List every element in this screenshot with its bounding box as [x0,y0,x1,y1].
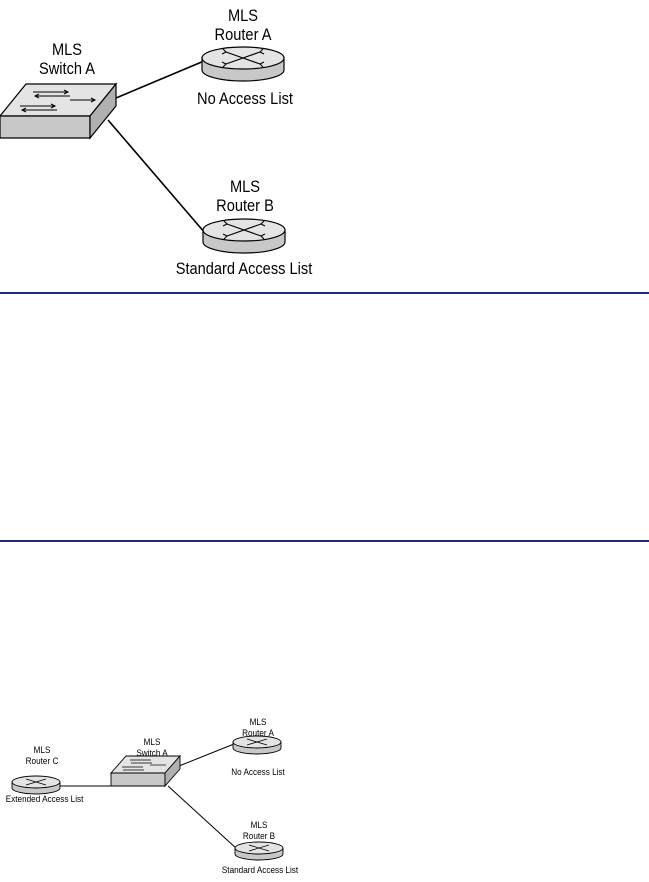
switch-a-small-label-line2: Switch A [136,747,168,759]
router-c-small-label-line1: MLS [33,745,51,756]
router-c-small-label-line2: Router C [25,755,59,767]
router-c-small-caption: Extended Access List [5,794,84,805]
bottom-diagram [11,735,284,861]
router-a-label-line1: MLS [227,6,259,25]
router-b-icon [202,218,286,254]
separator-line-top [0,292,649,294]
router-b-small-icon [234,841,284,861]
router-b-label: MLS Router B [211,177,280,215]
switch-a-small-icon [110,754,181,788]
router-a-caption: No Access List [197,89,293,108]
link-switch-to-router-a [115,60,205,99]
router-b-caption: Standard Access List [175,259,313,278]
router-b-small-label: MLS Router B [233,820,285,842]
switch-a-label: MLS Switch A [33,40,102,78]
top-diagram [0,46,286,254]
router-a-label: MLS Router A [209,6,278,44]
router-b-small-label-line1: MLS [250,820,268,831]
router-c-small-label: MLS Router C [16,745,68,767]
switch-a-small-label: MLS Switch A [126,737,178,759]
separator-line-bottom [0,540,649,542]
switch-a-label-line1: MLS [51,40,83,59]
switch-a-small-label-line1: MLS [143,737,161,748]
router-a-small-label: MLS Router A [232,717,284,739]
link-switch-to-router-b [107,119,206,234]
router-b-label-line1: MLS [229,177,261,196]
switch-a-icon [0,82,118,140]
router-a-small-label-line2: Router A [242,727,274,739]
router-a-label-line2: Router A [214,25,272,45]
link-switch-to-router-b [167,785,238,850]
link-switch-to-router-a [173,743,235,769]
router-a-small-label-line1: MLS [249,717,267,728]
router-b-small-caption: Standard Access List [221,865,299,876]
router-b-small-label-line2: Router B [242,830,276,842]
router-b-label-line2: Router B [216,196,274,216]
router-a-small-icon [232,735,282,755]
router-a-small-caption: No Access List [231,767,285,778]
router-c-icon [11,775,61,795]
router-a-icon [201,46,285,82]
switch-a-label-line2: Switch A [38,59,96,79]
